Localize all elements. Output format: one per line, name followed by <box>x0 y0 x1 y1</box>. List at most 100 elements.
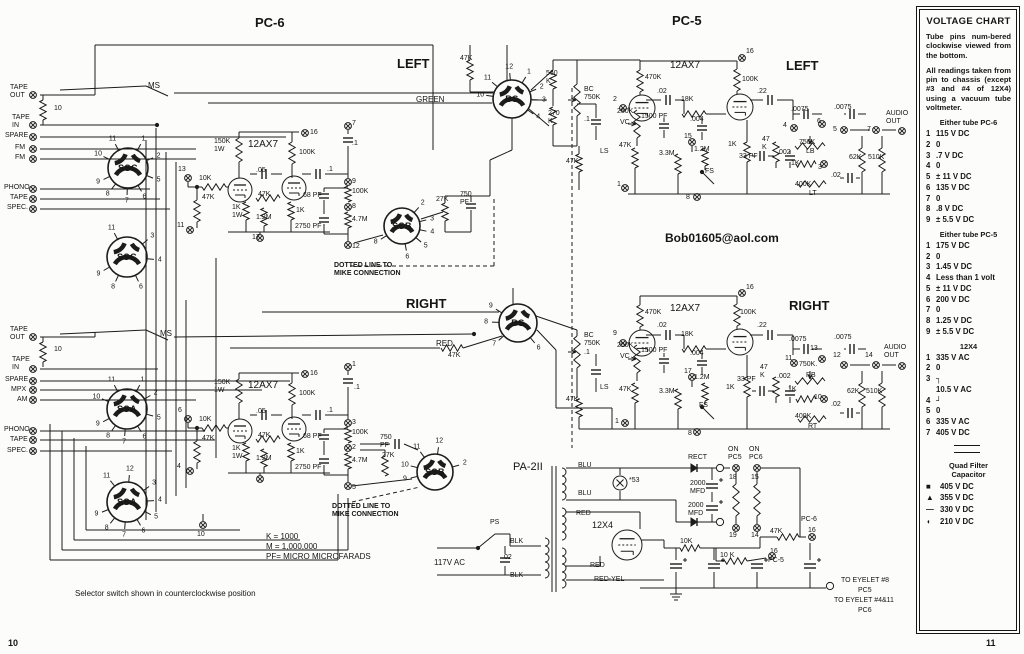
voltage-row: 9± 5.5 V DC <box>926 215 1011 226</box>
schematic-label: .1 <box>354 384 360 391</box>
voltage-row-pin: 5 <box>926 283 931 293</box>
schematic-label: 100K <box>352 188 369 195</box>
voltage-row-pin: 4 <box>926 395 931 405</box>
schematic-label: RED <box>590 562 605 569</box>
switch-pin-label: 5 <box>156 176 161 184</box>
schematic-label: 750 PF <box>380 434 392 449</box>
switch-pin-label: 6 <box>141 527 146 535</box>
schematic-label: 12AX7 <box>248 380 279 391</box>
schematic-label: 2000 MFD <box>690 480 706 495</box>
schematic-label: 3.3M <box>659 150 675 157</box>
switch-SSC-label: SSC <box>117 163 139 173</box>
schematic-label: FM <box>15 154 26 161</box>
schematic-label: GREEN <box>416 95 445 104</box>
schematic-label: PHONO <box>4 426 30 433</box>
schematic-label: 27K <box>436 196 449 203</box>
schematic-label: 47 K <box>760 364 768 379</box>
voltage-row-value: 0 <box>936 363 941 373</box>
schematic-label: .22 <box>757 322 767 329</box>
voltage-row-value: 0 <box>936 251 941 261</box>
voltage-row-value: ± 5.5 V DC <box>936 326 975 336</box>
schematic-label: SPARE <box>5 132 29 139</box>
voltage-row-pin: 6 <box>926 417 931 426</box>
switch-pin-label: 7 <box>122 531 127 539</box>
voltage-row-value: ± 11 V DC <box>936 172 972 181</box>
schematic-label: SPARE <box>5 376 29 383</box>
schematic-label: 9 <box>352 178 356 185</box>
schematic-label: TAPE <box>10 194 28 201</box>
quad-filter-value: 330 V DC <box>940 504 974 514</box>
schematic-label: 47K <box>448 352 461 359</box>
schematic-label: .1 <box>584 349 590 356</box>
voltage-row-value: 0 <box>936 305 941 315</box>
schematic-label: 17 <box>684 368 692 375</box>
quad-filter-row: ■405 V DC <box>926 481 1011 493</box>
voltage-section-heading: 12X4 <box>959 341 978 351</box>
switch-pin-label: 1 <box>527 68 531 76</box>
schematic-label: 510K <box>866 388 883 395</box>
schematic-label: M = 1,000,000 <box>266 542 318 551</box>
schematic-label: 9 <box>613 330 617 337</box>
schematic-label: MS <box>148 81 160 90</box>
switch-pin-label: 8 <box>373 238 378 246</box>
switch-pin-label: 11 <box>483 74 492 82</box>
switch-pin-label: 7 <box>124 197 129 205</box>
voltage-row-pin: 7 <box>926 427 931 437</box>
switch-pin-label: 11 <box>108 135 117 143</box>
switch-SSB-label: SSB <box>391 221 413 231</box>
switch-pin-label: 2 <box>156 152 161 160</box>
schematic-label: 16 <box>746 48 754 55</box>
switch-pin-label: 2 <box>462 459 467 467</box>
switch-pin-label: 11 <box>107 224 116 232</box>
schematic-label: FS <box>705 168 714 175</box>
switch-pin-label: 5 <box>423 242 428 250</box>
voltage-row-pin: 1 <box>926 352 931 362</box>
schematic-label: 1K <box>296 207 305 214</box>
voltage-row-value: ┘ <box>936 395 942 405</box>
voltage-row-value: 200 V DC <box>936 294 970 304</box>
schematic-label: 14 <box>865 352 873 359</box>
voltage-row-value: 0 <box>936 193 941 203</box>
schematic-label: .02 <box>831 401 841 408</box>
schematic-label: 1.2M <box>256 455 272 462</box>
voltage-row-value: 0 <box>936 406 941 416</box>
schematic-label: TAPE IN <box>12 356 30 371</box>
schematic-label: AUDIO OUT <box>884 344 907 359</box>
schematic-label: VC <box>620 353 630 360</box>
switch-pin-label: 9 <box>95 420 100 428</box>
switch-pin-label: 9 <box>96 270 101 277</box>
schematic-label: Bob01605@aol.com <box>665 231 779 245</box>
voltage-row-value: 115 V DC <box>936 129 970 138</box>
schematic-label: 12 <box>833 352 841 359</box>
schematic-label: 11 <box>177 222 185 229</box>
schematic-label: .02 <box>657 88 667 95</box>
schematic-label: DOTTED LINE TO MIKE CONNECTION <box>334 262 401 277</box>
schematic-label: 6 <box>817 118 821 125</box>
schematic-label: .22 <box>757 88 767 95</box>
schematic-label: TAPE OUT <box>10 84 28 99</box>
quad-filter-row: — 330 V DC <box>926 504 1011 516</box>
switch-pin-label: 4 <box>157 256 162 264</box>
schematic-label: LS <box>600 148 609 155</box>
quad-filter-symbol: — <box>926 504 934 514</box>
voltage-row: 10.5 V AC <box>926 385 1011 396</box>
schematic-label: 12AX7 <box>670 303 701 314</box>
voltage-row-pin: 3 <box>926 262 931 272</box>
schematic-label: 18K <box>681 331 694 338</box>
schematic-label: SPEC. <box>7 447 29 454</box>
voltage-row-value: 405 V DC <box>936 427 970 437</box>
schematic-label: 15 <box>751 474 759 481</box>
schematic-label: 4.7M <box>352 457 368 464</box>
voltage-row-value: .7 V DC <box>936 150 964 160</box>
voltage-row: 3.7 V DC <box>926 151 1011 162</box>
schematic-label: 100K <box>299 149 316 156</box>
schematic-label: 4.7M <box>352 216 368 223</box>
schematic-label: .1 <box>584 116 590 123</box>
schematic-label: 47K <box>619 386 632 393</box>
schematic-label: 47K <box>460 55 473 62</box>
switch-pin-label: 4 <box>430 228 435 236</box>
